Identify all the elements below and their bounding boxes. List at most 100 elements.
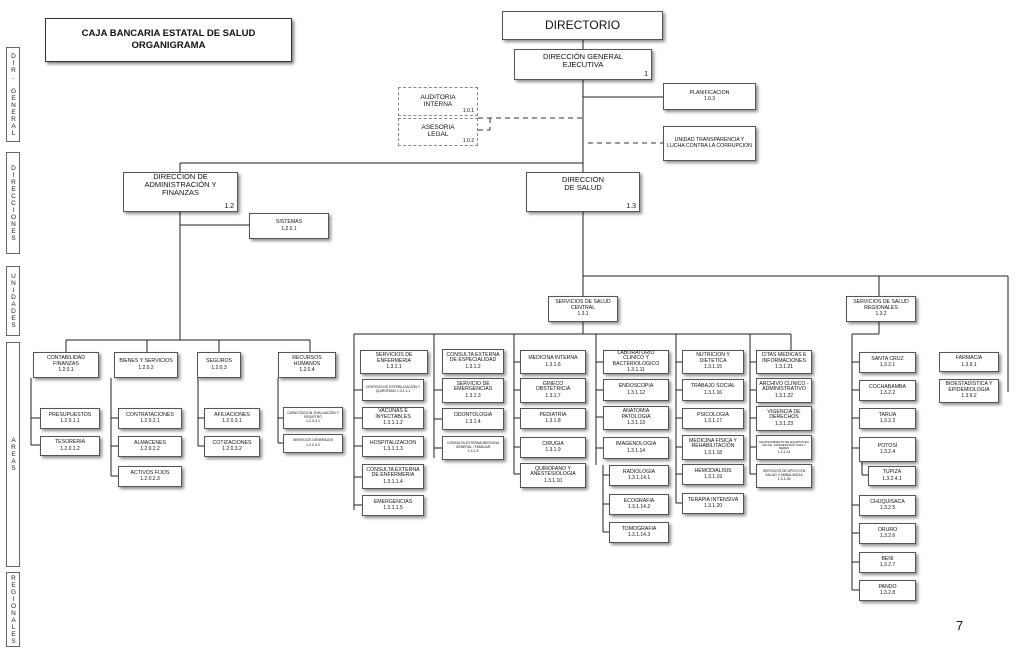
box-title: CONSULTA EXTERNA MEDICINA GENERAL / FAMI… bbox=[446, 441, 500, 449]
side-label-text: REGIONALES bbox=[10, 574, 18, 645]
box-code: 1.3.2 bbox=[875, 311, 887, 318]
side-label-unidades: UNIDADES bbox=[6, 266, 20, 336]
box-title: NUTRICION Y DIETETICA bbox=[696, 352, 730, 364]
box-code: 1.2.0.4 bbox=[299, 367, 315, 374]
box-title: HEMODIALISIS bbox=[694, 467, 732, 474]
box-code: 1.2 bbox=[224, 202, 234, 210]
title-line2: ORGANIGRAMA bbox=[131, 40, 206, 51]
box-code: 1.3.1.18 bbox=[703, 449, 723, 456]
box-title: PANDO bbox=[878, 583, 897, 590]
box-title: CONTABILIDAD FINANZAS bbox=[47, 355, 85, 367]
box-title: DIRECCION DE SALUD bbox=[561, 175, 605, 192]
box-title: HOSPITALIZACION bbox=[369, 439, 417, 446]
box-code: 1.3.1.1 bbox=[386, 364, 402, 371]
box-title: AUDITORIA INTERNA bbox=[420, 93, 456, 108]
box-code: 1.3.1.6 bbox=[545, 361, 561, 368]
box-code: 1.3.1.21 bbox=[774, 364, 794, 371]
side-label-areas: AREAS bbox=[6, 342, 20, 567]
box-code: 1.3.1.1.4 bbox=[383, 478, 403, 485]
box-title: ALMACENES bbox=[134, 439, 166, 446]
box-title: ANATOMIA PATOLOGIA bbox=[621, 408, 651, 420]
box-code: 1.3.1.14 bbox=[626, 447, 646, 454]
box-title: POTOSÍ bbox=[877, 442, 898, 449]
box-code: 1.3.1.15 bbox=[703, 364, 723, 371]
box-code: 1.3.1.14.3 bbox=[627, 532, 651, 539]
box-title: COTIZACIONES bbox=[212, 439, 252, 446]
box-esterilizacion: CENTROS DE ESTERILIZACIÓN Y QUIRÓFANO 1.… bbox=[362, 379, 424, 401]
box-title: ARCHIVO CLINICO - ADMINISTRATIVO bbox=[759, 380, 809, 393]
box-title: CONSULTA EXTERNA DE ENFERMERIA bbox=[366, 466, 420, 479]
page-number: 7 bbox=[956, 618, 964, 633]
box-code: 1.3.2.5 bbox=[879, 505, 896, 512]
box-directorio: DIRECTORIO bbox=[502, 11, 663, 40]
box-title: SERVICIOS DE ENFERMERIA bbox=[375, 352, 413, 364]
box-title: PEDIATRIA bbox=[539, 411, 567, 418]
side-label-text: AREAS bbox=[10, 437, 18, 472]
box-code: 1.2.0.1 bbox=[58, 367, 74, 374]
box-code: 1.2.0.4.2 bbox=[306, 442, 320, 447]
box-title: AFILIACIONES bbox=[214, 411, 250, 418]
box-code: 1.3.1.12 bbox=[626, 389, 646, 396]
box-code: 1.3.9.1 bbox=[961, 361, 977, 368]
box-title: BIOESTADÍSTICA Y EPIDEMIOLOGIA bbox=[945, 381, 993, 393]
chart-title: CAJA BANCARIA ESTATAL DE SALUD ORGANIGRA… bbox=[45, 18, 292, 62]
box-code: 1.3.1.1.2 bbox=[383, 420, 403, 427]
box-code: 1.3.1.1.3 bbox=[383, 446, 403, 453]
box-code: 1.2.0.2 bbox=[138, 364, 154, 371]
box-servicios-apoyo: SERVICIOS DE APOYO EN SALUD Y AMBULANCIA… bbox=[756, 464, 812, 488]
box-title: CIRUGIA bbox=[542, 440, 564, 447]
box-title: ODONTOLOGIA bbox=[453, 412, 493, 419]
box-title: RECURSOS HUMANOS bbox=[292, 355, 322, 367]
box-ce-medicina-general: CONSULTA EXTERNA MEDICINA GENERAL / FAMI… bbox=[442, 436, 504, 460]
box-title: MEDICINA FISICA Y REHABILITACIÓN bbox=[689, 437, 737, 450]
side-label-text: UNIDADES bbox=[10, 273, 18, 329]
box-title: LABORATORIO CLINICO Y BACTERIOLOGICO bbox=[612, 349, 660, 367]
box-code: 1.3.1.2 bbox=[465, 363, 481, 370]
box-title: SERVICIOS DE SALUD REGIONALES bbox=[853, 299, 909, 311]
box-title: CONSULTA EXTERNA DE ESPECIALIDAD bbox=[446, 351, 500, 364]
box-code: 1.3.1.7 bbox=[545, 392, 561, 399]
box-code: 1.3.1.19 bbox=[703, 474, 723, 481]
box-code: 1.3.1.9 bbox=[545, 447, 561, 454]
box-code: 1.3.2.7 bbox=[879, 562, 896, 569]
box-title: TERAPIA INTENSIVA bbox=[687, 496, 739, 503]
box-code: 1.3.1.13 bbox=[626, 420, 646, 427]
box-code: 1.3.1.14.1 bbox=[627, 475, 651, 482]
box-code: 1.2.0.4.1 bbox=[306, 419, 320, 424]
side-label-regionales: REGIONALES bbox=[6, 572, 20, 647]
box-title: BENI bbox=[881, 555, 894, 562]
box-code: 1.2.0.2.1 bbox=[140, 418, 160, 425]
box-title: CAPACITACION, EVALUACION Y REGISTRO bbox=[287, 411, 339, 419]
box-title: MEDICINA INTERNA bbox=[528, 355, 578, 362]
box-title: FARMACIA bbox=[955, 355, 983, 362]
box-code: 1.3.9.2 bbox=[961, 393, 977, 400]
box-title: PLANIFICACION bbox=[689, 89, 730, 96]
box-title: UNIDAD TRANSPARENCIA Y LUCHA CONTRA LA C… bbox=[667, 137, 752, 149]
